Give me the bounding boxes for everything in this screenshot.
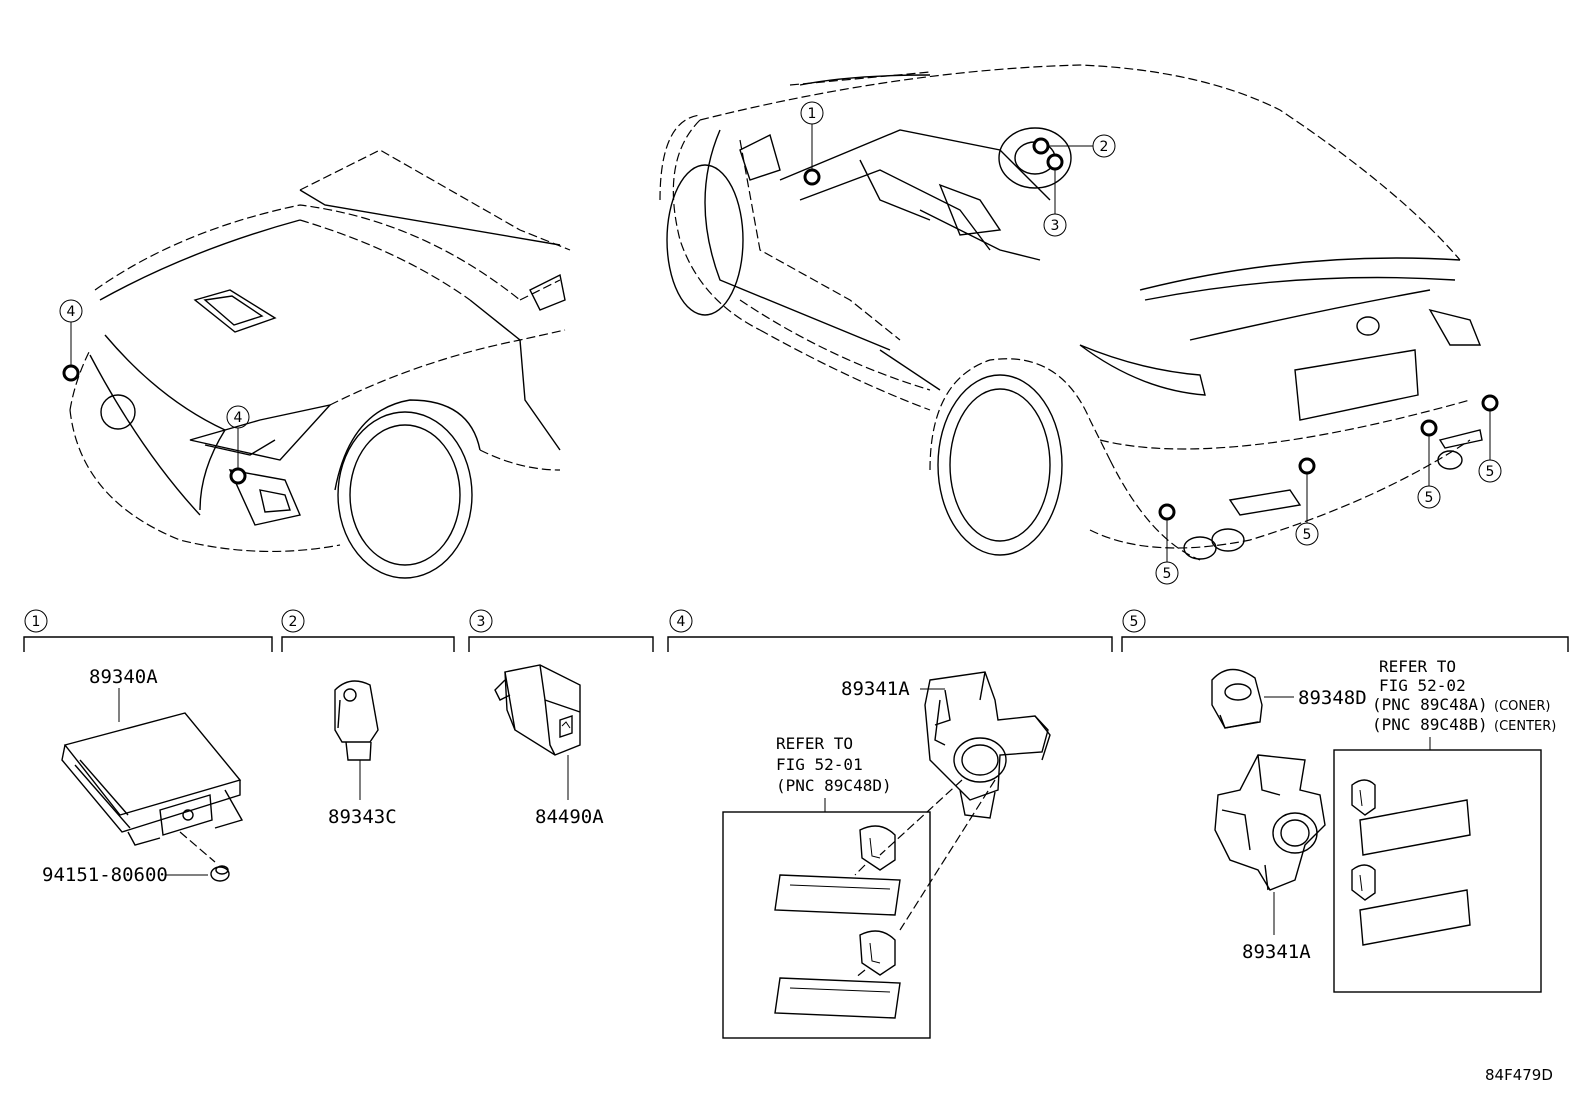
interior-buzzer-dot	[1032, 137, 1050, 155]
svg-text:1: 1	[32, 614, 41, 630]
group4-refer-line-1: REFER TO	[776, 734, 853, 753]
svg-text:4: 4	[67, 304, 76, 320]
front-sensor-dot-corner	[62, 364, 80, 382]
callout-5-rear-2: 5	[1295, 522, 1319, 546]
part-number-89340A: 89340A	[89, 666, 158, 688]
part-number-89341A-rear: 89341A	[1242, 941, 1311, 963]
rear-car-illustration	[659, 64, 1483, 561]
rear-sensor-cover-drawing	[1211, 668, 1263, 729]
interior-ecu-dot	[803, 168, 821, 186]
group-header-3: 3	[468, 609, 654, 652]
group5-refer-line-2: FIG 52-02	[1379, 676, 1466, 695]
svg-text:2: 2	[1100, 139, 1109, 155]
sonar-switch-drawing	[494, 664, 581, 756]
callout-3-interior: 3	[1043, 213, 1067, 237]
group-header-2: 2	[281, 609, 455, 652]
interior-switch-dot	[1046, 153, 1064, 171]
figure-code: 84F479D	[1485, 1066, 1553, 1084]
front-bezel-drawing	[774, 825, 901, 1019]
svg-text:5: 5	[1130, 614, 1139, 630]
callout-5-rear-3: 5	[1417, 485, 1441, 509]
group-header-4: 4	[667, 609, 1113, 652]
svg-text:5: 5	[1163, 566, 1172, 582]
part-number-89343C: 89343C	[328, 806, 397, 828]
part-number-84490A: 84490A	[535, 806, 604, 828]
callout-4-front-center: 4	[226, 405, 250, 429]
rear-sensor-dot-1	[1158, 503, 1176, 521]
front-car-illustration	[69, 149, 571, 579]
svg-text:4: 4	[234, 410, 243, 426]
part-number-89341A-front: 89341A	[841, 678, 910, 700]
group4-refer-line-3: (PNC 89C48D)	[776, 776, 892, 795]
bolt-drawing	[210, 865, 230, 882]
rear-bezel-drawing	[1351, 779, 1471, 946]
group5-refer-line-4-pnc: (PNC 89C48B)	[1372, 715, 1488, 734]
group5-refer-line-3-pnc: (PNC 89C48A)	[1372, 695, 1488, 714]
svg-text:3: 3	[477, 614, 486, 630]
svg-text:2: 2	[289, 614, 298, 630]
ecu-module-drawing	[61, 712, 244, 846]
buzzer-drawing	[334, 680, 379, 761]
group4-refer-box	[722, 811, 931, 1039]
group5-refer-line-1: REFER TO	[1379, 657, 1456, 676]
svg-text:4: 4	[677, 614, 686, 630]
part-number-94151-80600: 94151-80600	[42, 864, 168, 886]
rear-sensor-dot-4	[1481, 394, 1499, 412]
svg-text:3: 3	[1051, 218, 1060, 234]
callout-2-interior: 2	[1092, 134, 1116, 158]
svg-text:1: 1	[808, 106, 817, 122]
svg-text:5: 5	[1303, 527, 1312, 543]
part-number-89348D: 89348D	[1298, 687, 1367, 709]
front-sensor-drawing	[924, 671, 1051, 819]
group-header-1: 1	[23, 609, 273, 652]
callout-1-interior: 1	[800, 101, 824, 125]
svg-text:5: 5	[1486, 464, 1495, 480]
rear-sensor-drawing	[1214, 754, 1326, 891]
front-sensor-dot-center	[229, 467, 247, 485]
group-header-5: 5	[1121, 609, 1569, 652]
group5-refer-box	[1333, 749, 1542, 993]
group5-refer-line-4-tag: (CENTER)	[1494, 719, 1556, 734]
group4-refer-line-2: FIG 52-01	[776, 755, 863, 774]
callout-5-rear-4: 5	[1478, 459, 1502, 483]
svg-text:5: 5	[1425, 490, 1434, 506]
rear-sensor-dot-2	[1298, 457, 1316, 475]
callout-5-rear-1: 5	[1155, 561, 1179, 585]
group5-refer-line-3-tag: (CONER)	[1494, 699, 1550, 714]
rear-sensor-dot-3	[1420, 419, 1438, 437]
callout-4-front-corner: 4	[59, 299, 83, 323]
